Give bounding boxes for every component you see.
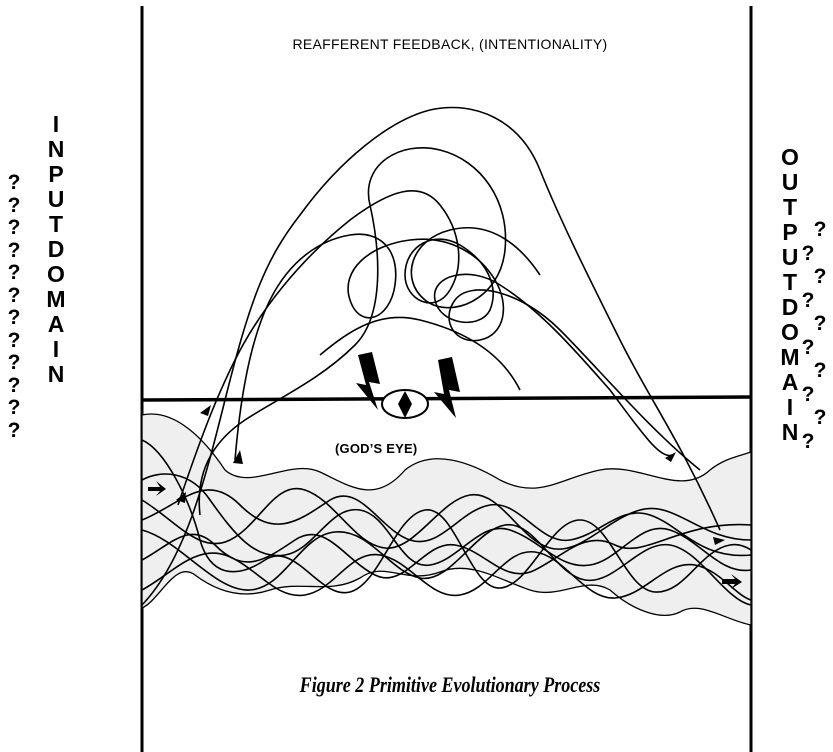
input-domain-label: I N P U T D O M A I N: [46, 111, 66, 387]
figure-caption: Figure 2 Primitive Evolutionary Process: [299, 672, 601, 697]
feedback-loops: [141, 106, 721, 606]
evolution-band: [141, 413, 752, 626]
arrow-markers: [148, 405, 742, 589]
lightning-bolt-icon: [356, 352, 380, 410]
arrow-icon: [148, 481, 166, 496]
arrow-icon: [713, 537, 725, 545]
output-domain-label: O U T P U T D O M A I N: [780, 144, 800, 445]
arrow-icon: [200, 405, 211, 416]
feedback-label: REAFFERENT FEEDBACK, (INTENTIONALITY): [292, 36, 608, 52]
right-question-marks: ? ? ? ? ? ? ? ? ? ?: [801, 218, 827, 453]
arrow-icon: [722, 574, 742, 589]
arrow-icon: [176, 492, 186, 503]
left-question-marks: ? ? ? ? ? ? ? ? ? ? ? ?: [7, 171, 21, 442]
lightning-bolt-icon: [434, 357, 460, 418]
eye-icon: [381, 389, 429, 419]
process-threads: [141, 439, 752, 606]
arrow-icon: [233, 450, 243, 464]
arrow-icon: [665, 452, 676, 462]
gods-eye-label: (GOD’S EYE): [335, 441, 418, 456]
